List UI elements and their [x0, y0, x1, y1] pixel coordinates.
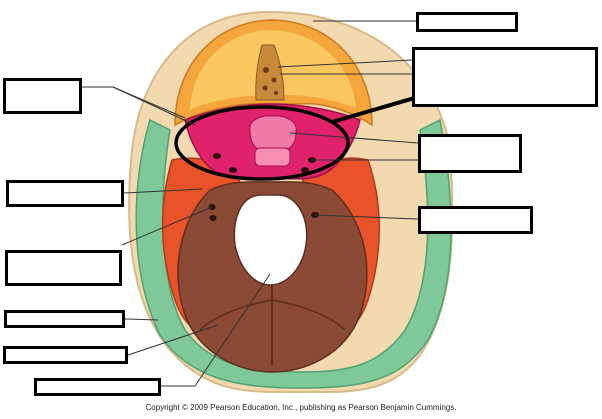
label-box-3[interactable] — [3, 78, 82, 114]
ethmoid-crista — [255, 44, 285, 101]
sella-turcica — [249, 115, 297, 153]
foramen-right-2 — [301, 167, 309, 173]
leader-line-5a — [289, 132, 419, 144]
foramen-left-1 — [213, 153, 221, 159]
label-box-7[interactable] — [5, 250, 122, 286]
leader-line-4c — [112, 86, 196, 126]
parietal-ring — [135, 118, 452, 389]
dorsum-sellae — [254, 147, 291, 167]
leader-line-8 — [121, 206, 213, 246]
leader-line-9 — [124, 318, 159, 321]
label-box-4[interactable] — [418, 134, 522, 173]
foramen-left-4 — [209, 215, 217, 221]
leader-line-10 — [127, 324, 219, 356]
leader-line-11b — [194, 273, 271, 387]
label-box-10[interactable] — [34, 378, 161, 396]
foramen-left-2 — [229, 167, 237, 173]
occipital-ridge-right — [271, 299, 346, 331]
foramen-magnum — [233, 194, 308, 286]
leader-line-2 — [277, 59, 413, 68]
label-box-6[interactable] — [418, 206, 533, 234]
label-box-2[interactable] — [412, 47, 598, 107]
leader-line-7 — [314, 214, 419, 220]
leader-lines — [82, 20, 419, 387]
label-box-9[interactable] — [3, 346, 128, 364]
highlight-oval — [174, 105, 350, 181]
copyright-text: Copyright © 2009 Pearson Education, Inc.… — [145, 403, 457, 412]
label-box-5[interactable] — [6, 180, 124, 207]
label-box-1[interactable] — [416, 12, 518, 32]
label-box-8[interactable] — [4, 310, 125, 328]
leader-line-6 — [123, 188, 203, 194]
occipital-ridge-left — [199, 299, 273, 331]
